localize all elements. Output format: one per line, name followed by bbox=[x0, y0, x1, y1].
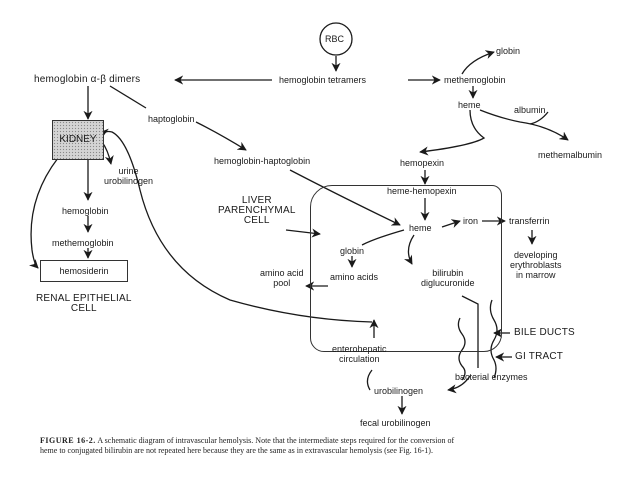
albumin-label: albumin bbox=[514, 105, 546, 115]
line-heme-branch-left bbox=[419, 109, 486, 156]
hemoglobin-kidney-label: hemoglobin bbox=[62, 206, 109, 216]
bilirubin-diglucuronide-label: bilirubin diglucuronide bbox=[421, 268, 475, 288]
haptoglobin-label: haptoglobin bbox=[148, 114, 195, 124]
fecal-urobilinogen-label: fecal urobilinogen bbox=[360, 418, 431, 428]
hemoglobin-tetramers-label: hemoglobin tetramers bbox=[279, 75, 367, 85]
hemosiderin-label: hemosiderin bbox=[59, 266, 109, 276]
bacterial-enzymes-label: bacterial enzymes bbox=[455, 372, 528, 382]
gut-wall-left bbox=[457, 317, 466, 381]
arrow-heme-to-bilirubin bbox=[403, 234, 415, 265]
liver-cell-region bbox=[310, 185, 502, 352]
kidney-label: KIDNEY bbox=[59, 134, 97, 145]
methemalbumin-label: methemalbumin bbox=[538, 150, 603, 160]
arrow-bacterial-to-urobilinogen bbox=[447, 375, 471, 394]
methemoglobin-kidney-label: methemoglobin bbox=[52, 238, 114, 248]
line-heme-to-globin bbox=[361, 229, 405, 246]
line-enterohepatic-to-kidney bbox=[99, 127, 373, 323]
line-heme-branch-right bbox=[479, 109, 569, 141]
heme-hemopexin-label: heme-hemopexin bbox=[387, 186, 457, 196]
hemosiderin-box: hemosiderin bbox=[40, 260, 128, 282]
urobilinogen-label: urobilinogen bbox=[374, 386, 424, 396]
arrow-kidney-to-hemosiderin bbox=[28, 157, 59, 269]
figure-number: FIGURE 16-2. bbox=[40, 436, 96, 445]
globin-liver-label: globin bbox=[340, 246, 365, 256]
globin-top-label: globin bbox=[496, 46, 521, 56]
amino-acids-label: amino acids bbox=[330, 272, 379, 282]
caption-text: A schematic diagram of intravascular hem… bbox=[40, 436, 455, 455]
amino-acid-pool-label: amino acid pool bbox=[260, 268, 304, 288]
urine-urobilinogen-label: urine urobilinogen bbox=[104, 166, 154, 186]
developing-erythroblasts-label: developing erythroblasts in marrow bbox=[510, 250, 562, 280]
hemoglobin-dimers-label: hemoglobin α-β dimers bbox=[34, 74, 141, 85]
hemoglobin-haptoglobin-label: hemoglobin-haptoglobin bbox=[214, 156, 311, 166]
arrow-heme-to-iron bbox=[441, 219, 461, 228]
methemoglobin-top-label: methemoglobin bbox=[444, 75, 506, 85]
arrow-complex-to-heme-liver bbox=[289, 169, 401, 226]
hemopexin-label: hemopexin bbox=[400, 158, 445, 168]
bile-ducts-label: BILE DUCTS bbox=[514, 327, 575, 338]
line-urobilinogen-to-enterohepatic bbox=[366, 369, 373, 391]
gi-tract-label: GI TRACT bbox=[515, 351, 564, 362]
iron-label: iron bbox=[463, 216, 479, 226]
line-dimers-to-haptoglobin bbox=[109, 85, 147, 109]
arrow-liver-cell-label bbox=[285, 228, 321, 238]
heme-liver-label: heme bbox=[409, 223, 432, 233]
liver-parenchymal-cell-label: LIVER PARENCHYMAL CELL bbox=[218, 195, 296, 226]
line-albumin-merge bbox=[529, 111, 549, 125]
renal-epithelial-cell-label: RENAL EPITHELIAL CELL bbox=[36, 293, 132, 314]
rbc-circle bbox=[319, 22, 353, 56]
enterohepatic-circulation-label: enterohepatic circulation bbox=[332, 344, 387, 364]
rbc-label: RBC bbox=[325, 34, 345, 44]
transferrin-label: transferrin bbox=[509, 216, 550, 226]
heme-top-label: heme bbox=[458, 100, 481, 110]
kidney-box: KIDNEY bbox=[52, 120, 104, 160]
arrow-methemoglobin-to-globin bbox=[461, 50, 495, 75]
figure-caption: FIGURE 16-2. A schematic diagram of intr… bbox=[40, 436, 470, 456]
line-bilirubin-down bbox=[461, 295, 479, 368]
arrow-haptoglobin-to-complex bbox=[195, 121, 247, 151]
